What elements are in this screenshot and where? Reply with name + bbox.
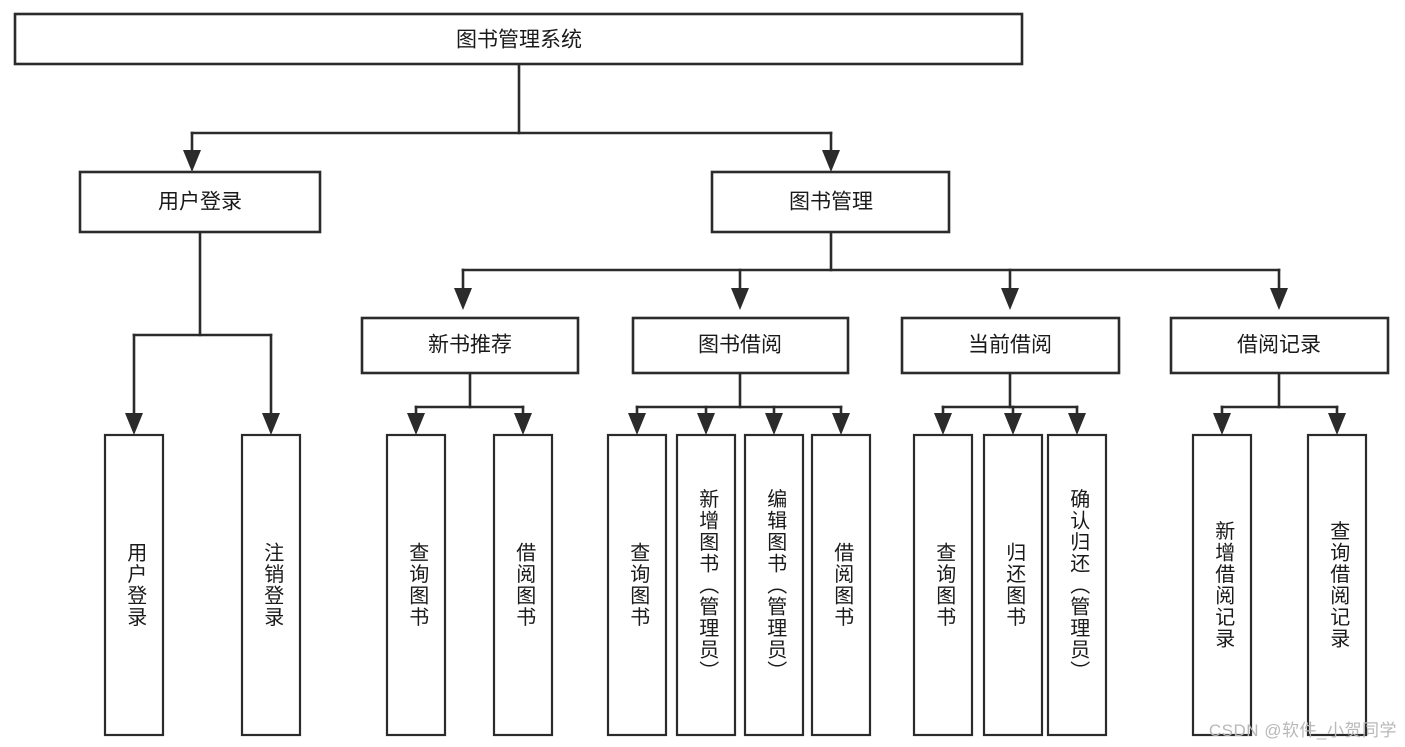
connector-root-to-level1	[190, 62, 833, 152]
connector-borrow-record-to-leaves	[1220, 371, 1339, 415]
node-current-borrowing[interactable]: 当前借阅	[900, 316, 1121, 375]
connector-current-borrow-to-leaves	[941, 371, 1079, 415]
leaf-confirm-return[interactable]: 确认归还（管理员）	[1046, 433, 1108, 737]
leaf-add-book-label: 新增图书（管理员）	[696, 488, 719, 682]
arrow-to-book-borrow	[731, 288, 749, 310]
node-book-borrowing[interactable]: 图书借阅	[631, 316, 850, 375]
node-borrowing-record-label: 借阅记录	[1237, 334, 1321, 357]
leaf-add-borrow-record-label: 新增借阅记录	[1212, 520, 1235, 649]
connector-book-borrow-to-leaves	[635, 371, 843, 415]
leaf-borrow-book-rec[interactable]: 借阅图书	[492, 433, 554, 737]
arrow-to-leaf-logout	[262, 413, 280, 435]
leaf-query-borrow-record[interactable]: 查询借阅记录	[1306, 433, 1368, 737]
node-user-login-label: 用户登录	[158, 191, 242, 214]
arrow-to-leaf-user-login	[125, 413, 143, 435]
leaf-user-login[interactable]: 用户登录	[103, 433, 165, 737]
arrow-to-leaf-query-book-1	[407, 413, 425, 435]
leaf-logout-label: 注销登录	[261, 542, 284, 628]
node-book-management-label: 图书管理	[789, 191, 873, 214]
arrow-to-leaf-query-book-2	[628, 413, 646, 435]
node-root-label: 图书管理系统	[456, 29, 582, 52]
leaf-query-borrow-record-label: 查询借阅记录	[1327, 520, 1350, 649]
arrow-to-leaf-borrow-book-2	[832, 413, 850, 435]
arrow-to-leaf-add-record	[1213, 413, 1231, 435]
node-new-book-recommendation[interactable]: 新书推荐	[360, 316, 580, 375]
arrow-to-user-login	[183, 150, 201, 172]
arrow-to-leaf-return-book	[1004, 413, 1022, 435]
node-user-login[interactable]: 用户登录	[78, 170, 322, 234]
leaf-query-book-borrow-label: 查询图书	[627, 542, 650, 628]
node-current-borrowing-label: 当前借阅	[968, 334, 1052, 357]
arrow-to-book-mgmt	[822, 150, 840, 172]
node-new-book-recommendation-label: 新书推荐	[428, 334, 512, 357]
leaf-return-book[interactable]: 归还图书	[982, 433, 1044, 737]
leaf-query-book-borrow[interactable]: 查询图书	[606, 433, 668, 737]
leaf-query-book-current[interactable]: 查询图书	[912, 433, 974, 737]
leaf-borrow-book-label: 借阅图书	[831, 542, 854, 628]
leaf-edit-book[interactable]: 编辑图书（管理员）	[743, 433, 805, 737]
leaf-add-borrow-record[interactable]: 新增借阅记录	[1191, 433, 1253, 737]
connector-new-book-rec-to-leaves	[414, 371, 525, 415]
arrow-to-new-book-rec	[454, 288, 472, 310]
leaf-query-book-rec-label: 查询图书	[406, 542, 429, 628]
leaf-borrow-book[interactable]: 借阅图书	[810, 433, 872, 737]
arrow-to-leaf-borrow-book-1	[514, 413, 532, 435]
leaf-logout[interactable]: 注销登录	[240, 433, 302, 737]
node-root[interactable]: 图书管理系统	[13, 12, 1024, 66]
arrow-to-leaf-add-book	[697, 413, 715, 435]
connector-user-login-to-leaves	[132, 230, 273, 415]
leaf-borrow-book-rec-label: 借阅图书	[513, 542, 536, 628]
connector-book-mgmt-to-level2	[461, 230, 1281, 290]
leaf-query-book-current-label: 查询图书	[933, 542, 956, 628]
node-book-management[interactable]: 图书管理	[710, 170, 951, 234]
leaf-edit-book-label: 编辑图书（管理员）	[764, 488, 787, 682]
arrow-to-current-borrow	[1001, 288, 1019, 310]
arrow-to-leaf-confirm-return	[1068, 413, 1086, 435]
arrow-to-borrow-record	[1270, 288, 1288, 310]
node-borrowing-record[interactable]: 借阅记录	[1169, 316, 1390, 375]
leaf-return-book-label: 归还图书	[1003, 542, 1026, 628]
arrow-to-leaf-query-book-3	[934, 413, 952, 435]
node-book-borrowing-label: 图书借阅	[698, 334, 782, 357]
leaf-add-book[interactable]: 新增图书（管理员）	[675, 433, 737, 737]
leaf-query-book-rec[interactable]: 查询图书	[385, 433, 447, 737]
arrow-to-leaf-edit-book	[765, 413, 783, 435]
arrow-to-leaf-query-record	[1328, 413, 1346, 435]
leaf-confirm-return-label: 确认归还（管理员）	[1067, 488, 1090, 682]
leaf-user-login-label: 用户登录	[124, 542, 147, 628]
